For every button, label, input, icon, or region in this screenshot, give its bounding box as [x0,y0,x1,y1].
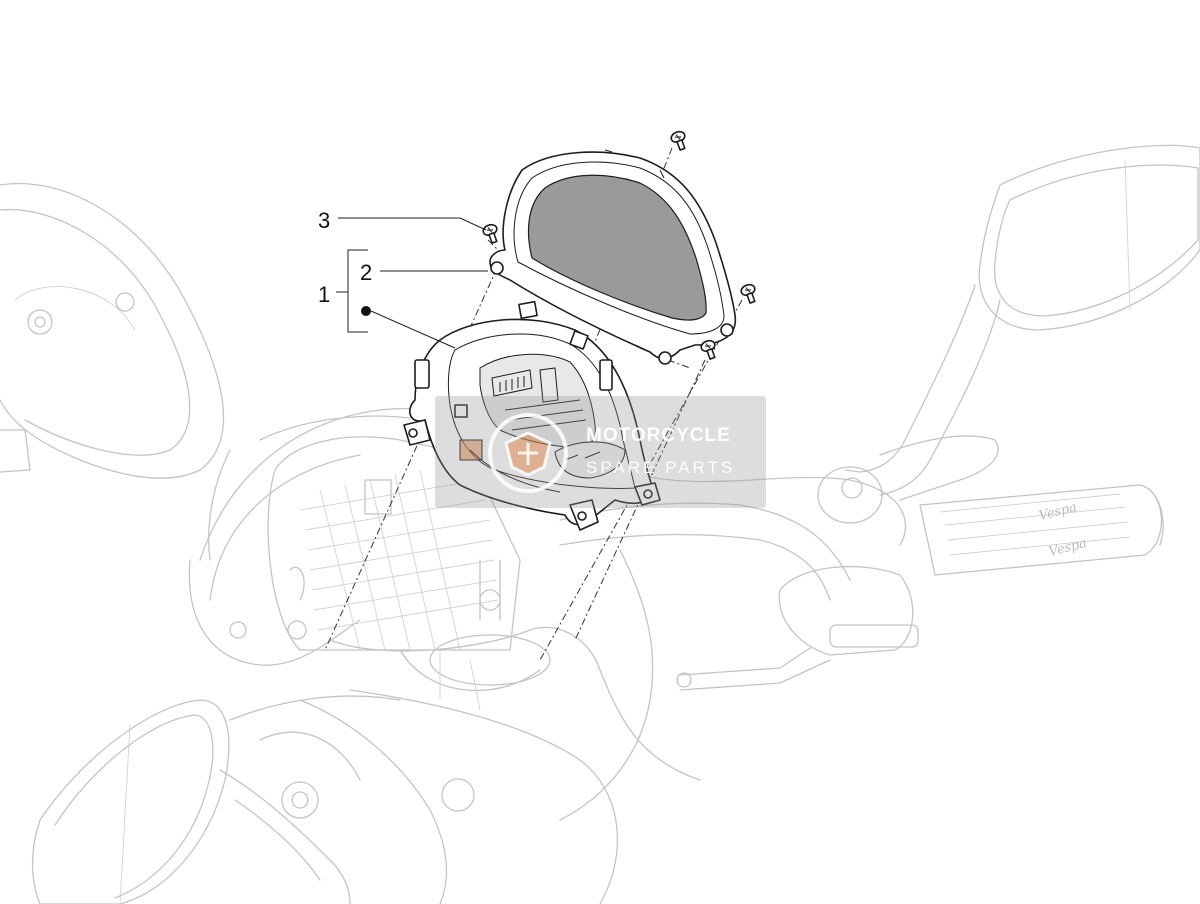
lower-mirror-ghost [31,699,361,904]
dashboard-display [479,353,596,449]
screw-top [670,130,686,151]
dashboard-assembly [403,300,661,531]
dashboard-button-panel [554,441,626,479]
callout-2: 2 [360,260,372,285]
screw-left [482,223,498,244]
watermark-subtitle: SPARE PARTS [586,458,736,477]
grip-brand-lower: Vespa [1047,536,1088,560]
dashboard-connector [459,439,483,461]
screws [482,130,756,360]
callout-dot [361,306,371,316]
cover-glass-lens [527,174,707,321]
ghost-handlebar: Vespa Vespa [0,144,1200,904]
leader-1 [370,310,456,349]
callout-1-bracket [347,249,368,333]
right-grip-ghost: Vespa Vespa [676,484,1164,691]
left-mirror-ghost [0,182,225,479]
watermark-title: MOTORCYCLE [586,425,731,446]
grip-brand-upper: Vespa [1037,500,1078,524]
callout-1: 1 [318,282,330,307]
watermark-logo-icon [488,413,568,493]
callout-group: 3 1 2 [318,208,488,349]
callout-3: 3 [318,208,330,233]
screw-right-lower [700,339,716,360]
instrument-cover-glass [489,149,737,365]
screw-right-upper [740,283,756,304]
right-mirror-ghost [817,144,1200,524]
